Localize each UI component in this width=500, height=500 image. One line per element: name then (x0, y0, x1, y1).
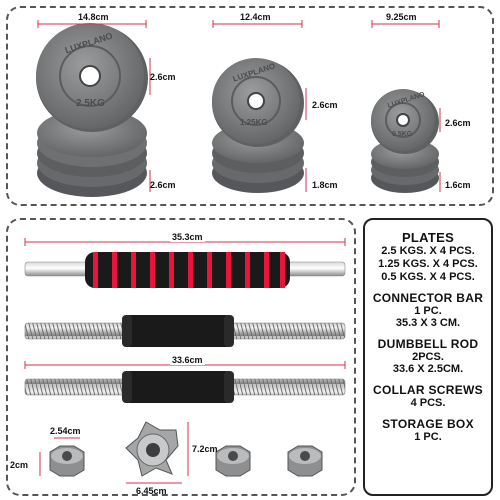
medium-plate-thickness-bottom: 1.8cm (312, 180, 338, 190)
large-plate-width: 14.8cm (78, 12, 109, 22)
connector-line-2: 35.3 X 3 CM. (395, 317, 461, 329)
collar-screw-3 (215, 445, 251, 477)
small-plate-weight: 0.5KG (392, 131, 413, 138)
rod-line-1: 2PCS. (412, 351, 444, 363)
collar-screw-1 (49, 445, 85, 477)
connector-line-1: 1 PC. (414, 305, 442, 317)
box-line-1: 1 PC. (414, 431, 442, 443)
large-plate-stack (36, 23, 148, 197)
collar-height: 7.2cm (192, 444, 218, 454)
plates-line-1: 2.5 KGS. X 4 PCS. (381, 245, 475, 257)
collar-screw-2 (125, 421, 179, 477)
bars-frame (6, 218, 356, 496)
collar-width: 6.45cm (136, 486, 167, 496)
connector-length: 35.3cm (170, 232, 205, 242)
plates-line-3: 0.5 KGS. X 4 PCS. (381, 271, 475, 283)
dumbbell-rod-2 (24, 371, 346, 403)
rod-title: DUMBBELL ROD (377, 337, 479, 351)
collar-screw-4 (287, 445, 323, 477)
small-plate-stack (371, 89, 439, 193)
specs-panel: PLATES 2.5 KGS. X 4 PCS. 1.25 KGS. X 4 P… (363, 218, 493, 496)
plates-title: PLATES (401, 230, 455, 245)
rod-length: 33.6cm (170, 355, 205, 365)
collar-thickness: 2cm (10, 460, 29, 470)
large-plate-weight: 2.5KG (76, 98, 105, 109)
dumbbell-rod-1 (24, 315, 346, 347)
collar-title: COLLAR SCREWS (373, 383, 483, 397)
small-plate-width: 9.25cm (386, 12, 417, 22)
plates-frame (6, 6, 494, 206)
medium-plate-stack (212, 58, 304, 193)
medium-plate-thickness-top: 2.6cm (312, 100, 338, 110)
small-plate-thickness-bottom: 1.6cm (445, 180, 471, 190)
rod-line-2: 33.6 X 2.5CM. (392, 363, 464, 375)
plates-line-2: 1.25 KGS. X 4 PCS. (378, 258, 478, 270)
small-plate-thickness-top: 2.6cm (445, 118, 471, 128)
collar-line-1: 4 PCS. (410, 397, 446, 409)
medium-plate-width: 12.4cm (240, 12, 271, 22)
dimension-lines (24, 20, 441, 484)
large-plate-thickness-top: 2.6cm (150, 72, 176, 82)
large-plate-thickness-bottom: 2.6cm (150, 180, 176, 190)
collar-hole-size: 2.54cm (50, 426, 81, 436)
medium-plate-weight: 1.25KG (240, 118, 268, 127)
box-title: STORAGE BOX (382, 417, 474, 431)
connector-title: CONNECTOR BAR (372, 291, 484, 305)
connector-bar (24, 252, 346, 288)
